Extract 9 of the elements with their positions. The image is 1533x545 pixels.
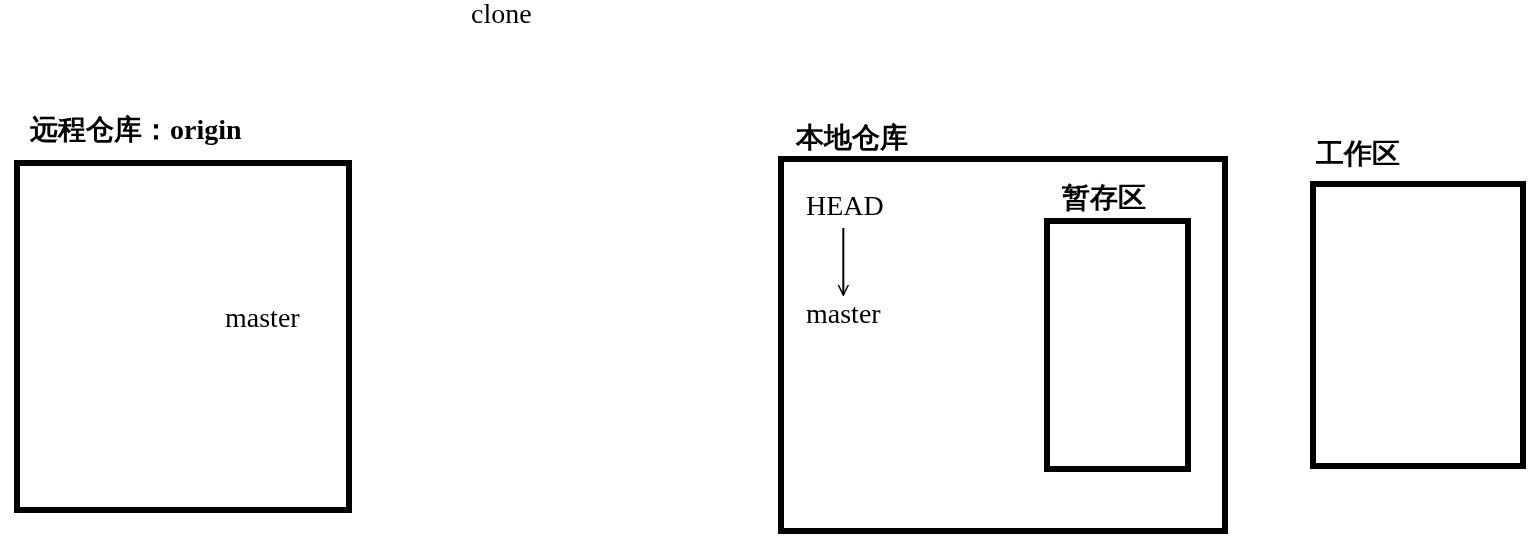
node-text: master <box>806 298 881 330</box>
label-text: clone <box>471 0 532 30</box>
arrow <box>837 227 850 296</box>
box-heading: 远程仓库：origin <box>30 114 242 146</box>
box-heading: 工作区 <box>1316 138 1400 170</box>
box-heading: 暂存区 <box>1062 182 1146 214</box>
label-text: master <box>225 302 300 334</box>
box-heading: 本地仓库 <box>796 122 908 154</box>
node-text: HEAD <box>806 190 884 222</box>
